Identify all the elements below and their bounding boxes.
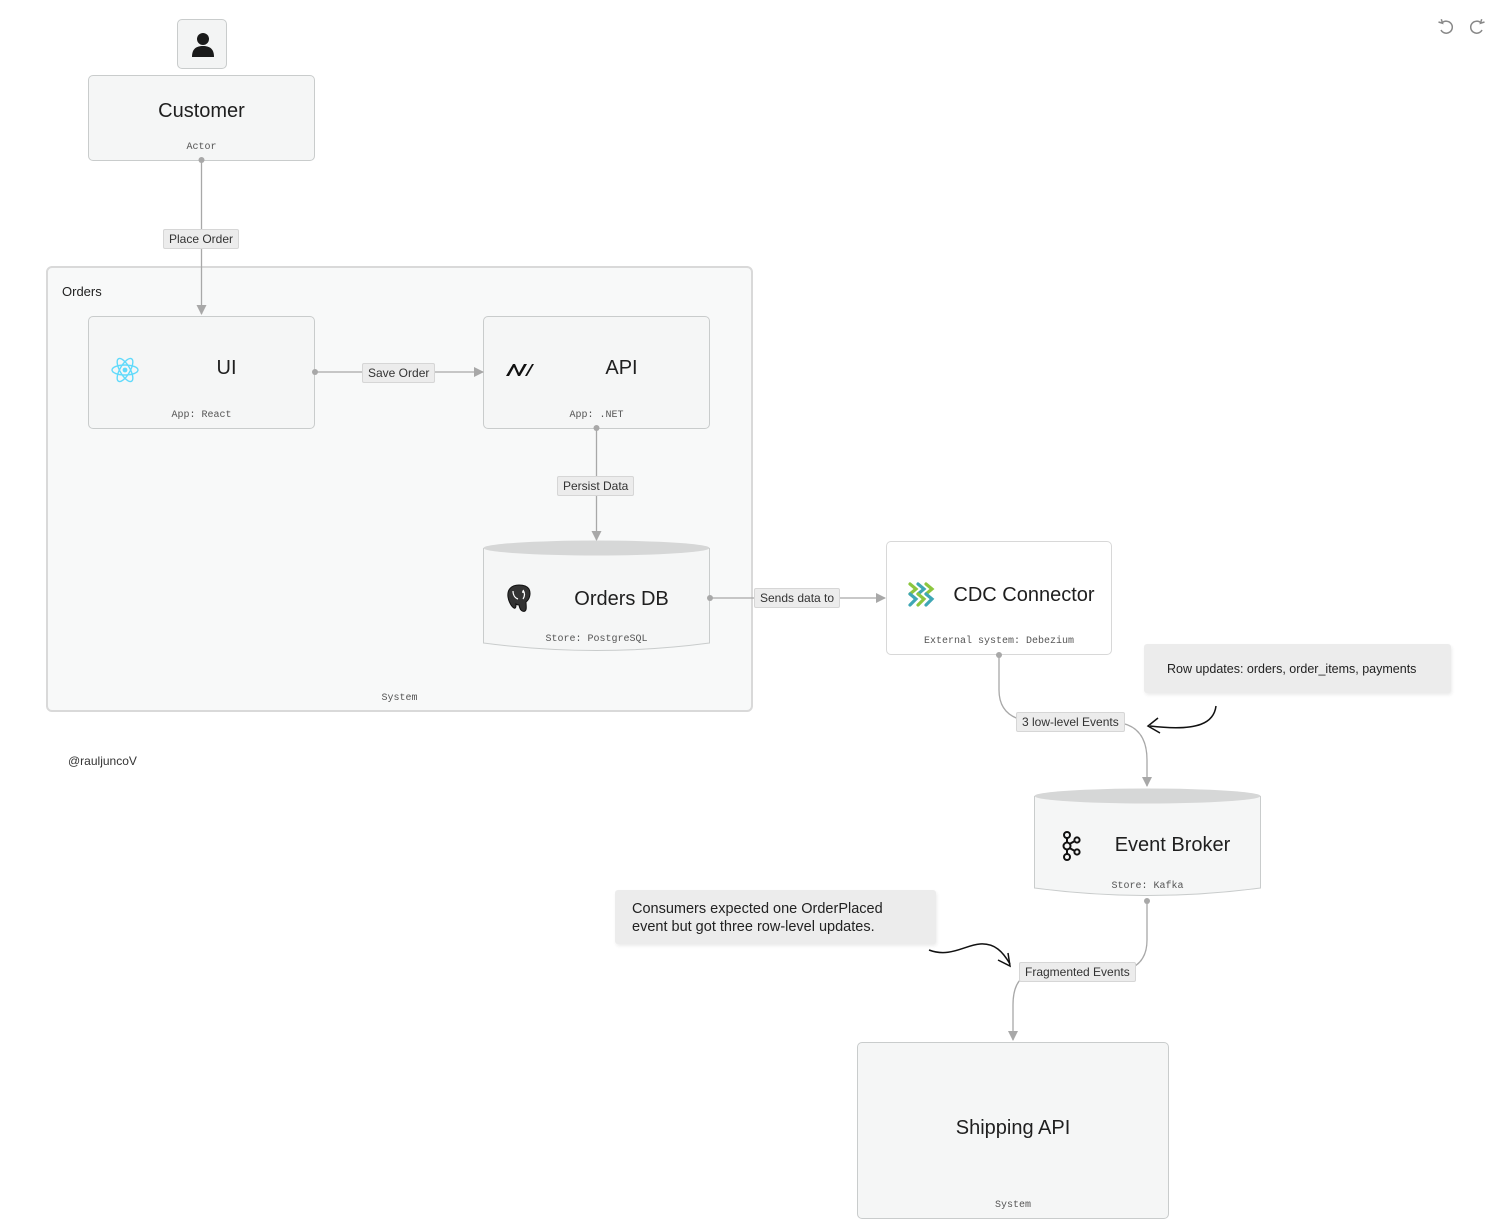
undo-button[interactable]: [1436, 17, 1456, 37]
node-type: App: .NET: [569, 410, 624, 421]
author-credit: @rauljuncoV: [68, 754, 137, 768]
row-updates-note[interactable]: Row updates: orders, order_items, paymen…: [1144, 644, 1451, 693]
postgresql-icon: [507, 584, 531, 612]
dotnet-icon: [506, 364, 534, 376]
node-type: Store: Kafka: [1111, 881, 1184, 892]
node-type: App: React: [171, 410, 232, 421]
node-type: Actor: [186, 142, 217, 153]
edge-label-save-order[interactable]: Save Order: [362, 363, 436, 383]
cylinder-shape: [1034, 788, 1261, 896]
node-type: Store: PostgreSQL: [545, 634, 648, 645]
user-icon: [192, 33, 214, 57]
customer-actor-node[interactable]: Customer Actor: [88, 75, 315, 161]
note-text-line-1: Consumers expected one OrderPlaced: [632, 901, 883, 917]
cylinder-shape: [483, 540, 710, 651]
kafka-icon: [1062, 831, 1081, 861]
actor-icon-box[interactable]: [177, 19, 227, 69]
undo-icon: [1438, 18, 1454, 34]
node-title: API: [605, 357, 638, 379]
node-title: CDC Connector: [953, 584, 1095, 606]
annotation-arrow-consumers: [928, 943, 1011, 968]
react-icon: [111, 357, 139, 383]
annotation-arrow-row-updates: [1146, 705, 1217, 734]
node-type: External system: Debezium: [923, 636, 1075, 647]
edge-label-low-level-events[interactable]: 3 low-level Events: [1016, 712, 1125, 732]
node-title: UI: [216, 357, 237, 379]
edge-label-fragmented-events[interactable]: Fragmented Events: [1019, 962, 1136, 982]
event-broker-store-node[interactable]: Event Broker Store: Kafka: [1034, 788, 1261, 902]
ui-app-node[interactable]: UI App: React: [88, 316, 315, 429]
debezium-icon: [908, 582, 935, 607]
shipping-api-system-node[interactable]: Shipping API System: [857, 1042, 1169, 1219]
node-title: Orders DB: [574, 588, 669, 610]
group-type: System: [381, 693, 418, 704]
group-title: Orders: [62, 284, 102, 299]
edge-label-sends-data-to[interactable]: Sends data to: [754, 588, 841, 608]
orders-db-store-node[interactable]: Orders DB Store: PostgreSQL: [483, 540, 710, 654]
edge-label-persist-data[interactable]: Persist Data: [557, 476, 635, 496]
node-title: Customer: [158, 100, 245, 122]
note-text-line-2: event but got three row-level updates.: [632, 919, 875, 935]
api-app-node[interactable]: API App: .NET: [483, 316, 710, 429]
redo-button[interactable]: [1467, 17, 1487, 37]
edge-label-place-order[interactable]: Place Order: [163, 229, 240, 249]
node-type: System: [994, 1200, 1031, 1211]
consumers-note[interactable]: Consumers expected one OrderPlaced event…: [615, 890, 936, 944]
cdc-connector-node[interactable]: CDC Connector External system: Debezium: [886, 541, 1112, 655]
note-text: Row updates: orders, order_items, paymen…: [1167, 662, 1417, 676]
node-title: Shipping API: [955, 1117, 1071, 1139]
node-title: Event Broker: [1114, 834, 1231, 856]
redo-icon: [1469, 18, 1485, 34]
